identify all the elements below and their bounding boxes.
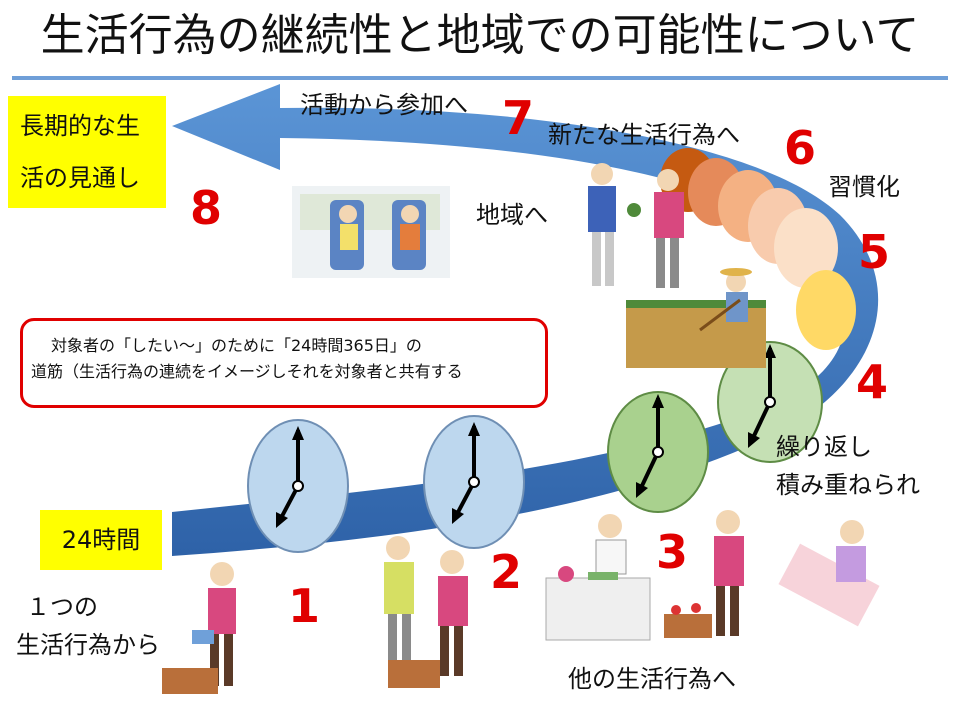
stage-oval-5 — [774, 208, 838, 288]
illustration-farming — [626, 268, 766, 368]
label-start-line1: １つの — [26, 593, 98, 621]
step-number-5: 5 — [858, 225, 891, 279]
title-underline — [12, 76, 948, 80]
step-number-7: 7 — [502, 91, 535, 145]
long-term-outlook-box: 長期的な生 活の見通し — [8, 96, 166, 208]
callout-line1: 対象者の「したい～」のために「24時間365日」の — [51, 336, 422, 355]
label-to-community: 地域へ — [476, 201, 548, 229]
clock-2 — [423, 415, 525, 549]
label-repeated-line2: 積み重ねられ — [776, 471, 920, 499]
label-repeated-line1: 繰り返し — [776, 433, 872, 461]
goal-box-line2: 活の見通し — [20, 164, 140, 192]
clock-1 — [247, 419, 349, 553]
step-number-4: 4 — [856, 355, 889, 409]
illustration-watering-1 — [162, 562, 236, 694]
callout-line2: 道筋（生活行為の連続をイメージしそれを対象者と共有する — [31, 362, 463, 381]
illustration-resting — [778, 520, 880, 627]
step-number-8: 8 — [190, 181, 223, 235]
step-number-2: 2 — [490, 545, 523, 599]
label-new-activity: 新たな生活行為へ — [548, 121, 740, 149]
label-other-activity: 他の生活行為へ — [568, 665, 736, 693]
explanation-callout: 対象者の「したい～」のために「24時間365日」の 道筋（生活行為の連続をイメー… — [20, 318, 548, 408]
24-hours-box: 24時間 — [40, 510, 162, 570]
clock-4 — [717, 341, 823, 463]
illustration-watering-2 — [384, 536, 468, 688]
goal-box-line1: 長期的な生 — [20, 112, 140, 140]
clock-3 — [607, 391, 709, 513]
step-number-1: 1 — [288, 579, 321, 633]
illustration-watering-3 — [664, 510, 744, 638]
page-title: 生活行為の継続性と地域での可能性について — [40, 10, 920, 61]
step-number-6: 6 — [784, 121, 817, 175]
step-number-3: 3 — [656, 525, 689, 579]
illustration-cooking — [545, 514, 651, 641]
label-activity-to-participation: 活動から参加へ — [300, 91, 468, 119]
illustration-train-scene — [292, 186, 450, 278]
label-start-line2: 生活行為から — [16, 631, 160, 659]
label-habit: 習慣化 — [828, 173, 900, 201]
stage-oval-6 — [796, 270, 856, 350]
illustration-community-exchange — [588, 163, 684, 288]
